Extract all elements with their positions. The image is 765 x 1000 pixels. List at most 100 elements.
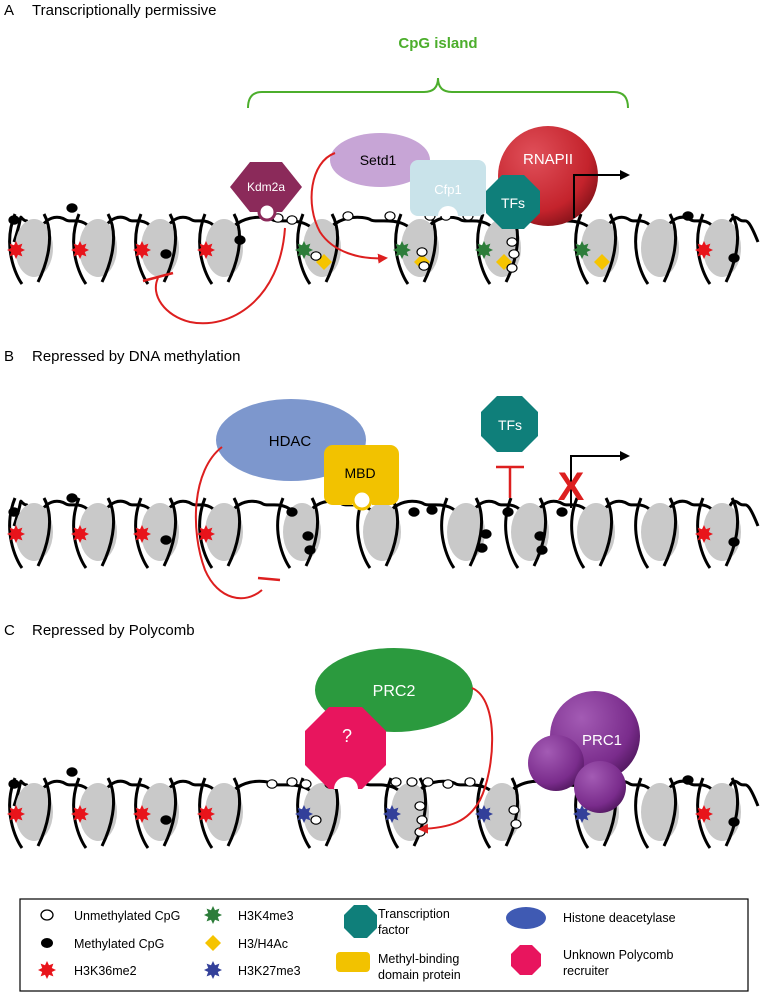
unmethylated-cpg	[390, 777, 402, 787]
setd1-activation-arrow	[310, 152, 388, 264]
blue-star-shape	[204, 961, 222, 979]
dna-wrap	[72, 213, 88, 285]
dna-wrap	[412, 777, 428, 847]
legend-tf-line2: factor	[378, 923, 409, 937]
h3k36me2-mark	[133, 241, 151, 259]
histone-core	[141, 503, 179, 561]
h3k36me2-mark	[7, 241, 25, 259]
nucleosome	[634, 497, 679, 569]
legend-box	[19, 898, 749, 992]
nucleosome	[695, 497, 741, 569]
cpg-island-label: CpG island	[398, 35, 477, 52]
histone-core	[79, 219, 117, 277]
h3k4me3-mark	[475, 241, 493, 259]
dna-wrap	[724, 777, 740, 847]
nucleosome	[475, 213, 521, 285]
dna-wrap	[476, 213, 492, 285]
unmethylated-cpg	[342, 211, 354, 221]
methylated-cpg	[160, 815, 172, 825]
dna-wrap	[134, 497, 150, 569]
dna-wrap	[440, 497, 456, 569]
cfp1-label: Cfp1	[434, 182, 461, 197]
tss-arrow-b	[570, 451, 630, 508]
panel-b-letter: B	[4, 348, 14, 365]
unmethylated-cpg	[510, 819, 522, 829]
histone-core	[303, 783, 341, 841]
nucleosome	[197, 497, 243, 569]
methylated-cpg	[480, 529, 492, 539]
legend-unknown-line1: Unknown Polycomb	[563, 948, 674, 962]
h3k27me3-mark	[475, 805, 493, 823]
dna-wrap	[36, 213, 52, 283]
histone-core	[141, 219, 179, 277]
mbd-label: MBD	[344, 465, 375, 481]
unmethylated-cpg	[406, 777, 418, 787]
unmethylated-cpg	[286, 215, 298, 225]
unknown-recruiter-icon	[511, 945, 541, 975]
tfs-label-a: TFs	[501, 195, 525, 211]
nucleosome	[7, 213, 53, 285]
dna-wrap	[696, 497, 712, 569]
transcription-blocked-x: X	[558, 465, 585, 509]
unmethylated-cpg	[384, 211, 396, 221]
prc1-label: PRC1	[582, 732, 622, 749]
methylated-cpg	[502, 507, 514, 517]
methylated-cpg	[728, 817, 740, 827]
nucleosome	[570, 497, 615, 569]
dna-wrap	[100, 777, 116, 847]
unmethylated-cpg	[506, 263, 518, 273]
dna-wrap	[696, 213, 712, 285]
h3k27me3-mark	[295, 805, 313, 823]
nucleosome	[634, 777, 679, 849]
h3k36me2-mark	[695, 805, 713, 823]
dna-wrap	[226, 213, 242, 283]
dna-wrap	[198, 777, 214, 849]
histone-core	[641, 503, 679, 561]
dna-wrap	[226, 777, 242, 847]
methylated-cpg	[304, 545, 316, 555]
nucleosome	[276, 497, 321, 569]
dna-wrap	[296, 213, 312, 285]
hdac-deacetylation-arrow	[194, 446, 263, 600]
nucleosome	[7, 497, 53, 569]
h3k36me2-mark	[71, 241, 89, 259]
h3k36me2-mark	[7, 805, 25, 823]
unmethylated-cpg	[506, 237, 518, 247]
dna-wrap	[100, 213, 116, 283]
dna-wrap	[72, 777, 88, 849]
legend-h3k4me3: H3K4me3	[238, 909, 294, 923]
histone-core	[641, 783, 679, 841]
histone-core	[205, 783, 243, 841]
histone-core	[15, 219, 53, 277]
dna-wrap	[570, 497, 586, 569]
methylated-cpg	[160, 249, 172, 259]
dna-wrap	[662, 777, 678, 847]
dna-wrap	[724, 213, 740, 283]
methylated-cpg	[682, 775, 694, 785]
unmethylated-cpg	[416, 247, 428, 257]
nucleosome	[197, 213, 246, 285]
nucleosome	[71, 213, 117, 285]
nucleosome	[71, 777, 117, 849]
dna-wrap	[134, 777, 150, 849]
yellow-diamond-icon	[205, 935, 221, 951]
green-star-icon	[204, 906, 222, 924]
methylated-cpg	[556, 507, 568, 517]
setd1-label: Setd1	[360, 152, 397, 168]
chromatin-track-c	[7, 767, 760, 849]
methylated-cpg	[8, 507, 20, 517]
methylated-cpg	[234, 235, 246, 245]
panel-a: A Transcriptionally permissive CpG islan…	[4, 2, 760, 325]
unmethylated-cpg	[286, 777, 298, 787]
h3k36me2-mark	[695, 241, 713, 259]
legend-unmethylated-cpg: Unmethylated CpG	[74, 909, 180, 923]
panel-a-title: Transcriptionally permissive	[32, 2, 217, 19]
tfs-label-b: TFs	[498, 417, 522, 433]
methylated-cpg	[408, 507, 420, 517]
dna-wrap	[724, 497, 740, 567]
methylated-cpg	[302, 531, 314, 541]
nucleosome	[695, 213, 741, 285]
methylated-cpg	[682, 211, 694, 221]
dna-wrap	[634, 497, 650, 569]
histone-core	[703, 219, 741, 277]
